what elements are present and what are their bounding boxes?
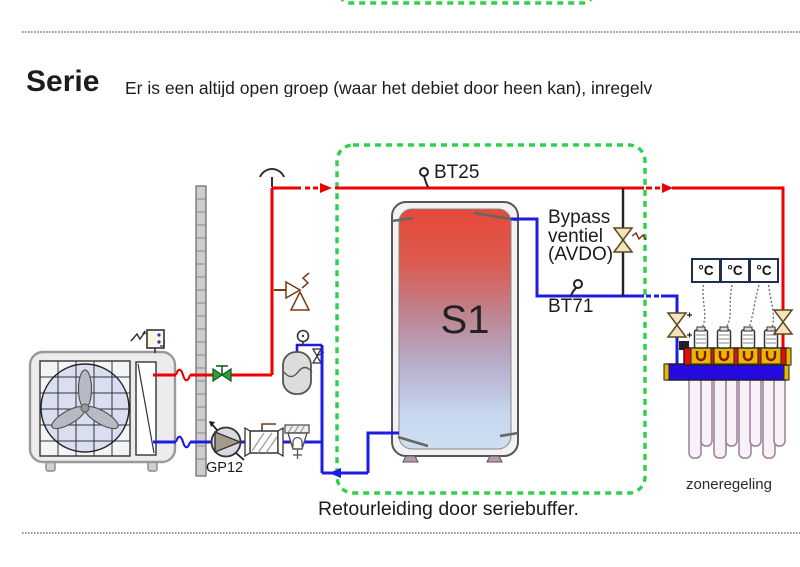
figure-caption: Retourleiding door seriebuffer. xyxy=(318,498,579,520)
label-bt25: BT25 xyxy=(434,162,480,183)
thermostat-display-1: °C xyxy=(691,258,721,283)
intro-text: Er is een altijd open groep (waar het de… xyxy=(125,79,653,98)
strainer xyxy=(284,424,310,459)
label-bypass-2: ventiel xyxy=(548,226,603,247)
sensor-bt71-icon xyxy=(570,279,583,297)
expansion-vessel xyxy=(282,343,322,395)
wall xyxy=(195,185,207,477)
zone-actuators xyxy=(690,326,782,365)
return-manifold-bar xyxy=(663,363,790,381)
buffer-tank xyxy=(391,201,519,463)
thermostat-display-3: °C xyxy=(749,258,779,283)
label-pump: GP12 xyxy=(206,460,244,476)
outdoor-sensor xyxy=(146,329,165,353)
floor-loops xyxy=(688,375,786,459)
buffer-boundary-box xyxy=(335,143,647,495)
sensor-bt25-icon xyxy=(419,167,429,188)
signal-icon xyxy=(130,330,146,342)
manifold-supply-valve xyxy=(772,309,794,335)
label-buffer-tank: S1 xyxy=(440,298,490,342)
section-heading: Serie xyxy=(26,65,100,98)
label-zone-control: zoneregeling xyxy=(686,476,772,493)
zone-manifold xyxy=(663,280,794,459)
pump-gp12 xyxy=(209,421,245,461)
pressure-gauge xyxy=(296,329,310,345)
safety-valve xyxy=(274,272,311,311)
supply-pipe xyxy=(153,183,785,382)
label-bypass-3: (AVDO) xyxy=(548,244,614,265)
supply-shutoff-valve xyxy=(212,365,232,383)
bypass-valve-avdo xyxy=(612,227,647,253)
label-bt71: BT71 xyxy=(548,296,594,317)
previous-figure-boundary xyxy=(340,0,593,5)
filter-box xyxy=(244,423,284,458)
thermostat-wires xyxy=(701,280,774,329)
manifold-return-valve xyxy=(666,312,692,338)
air-vent xyxy=(259,168,285,187)
heat-pump-unit xyxy=(28,350,177,472)
label-bypass-1: Bypass xyxy=(548,207,611,228)
thermostat-display-2: °C xyxy=(720,258,750,283)
